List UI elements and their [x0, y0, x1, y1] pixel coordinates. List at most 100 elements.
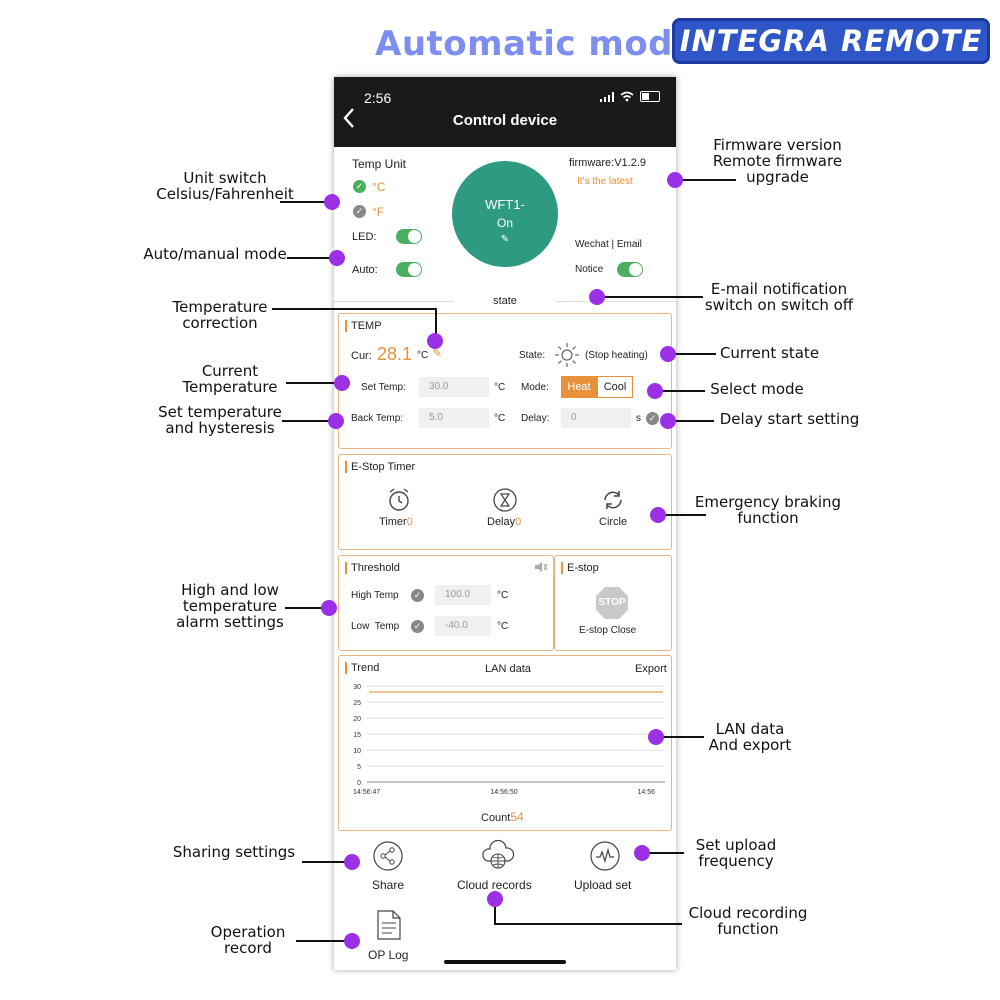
callout-line-emergency — [658, 514, 706, 516]
count-label: Count — [481, 812, 511, 824]
cur-unit: °C — [417, 350, 429, 361]
back-temp-unit: °C — [494, 413, 506, 424]
callout-line-upload — [642, 852, 684, 854]
notice-label: Notice — [575, 264, 604, 275]
export-button[interactable]: Export — [635, 663, 667, 675]
fahrenheit-check-icon[interactable]: ✓ — [353, 205, 366, 218]
stop-sign-text: STOP — [598, 597, 626, 608]
upload-set-button[interactable]: Upload set — [574, 878, 632, 892]
lan-data-tab[interactable]: LAN data — [485, 663, 531, 675]
device-status-circle[interactable]: WFT1- On ✎ — [452, 161, 558, 267]
edit-icon[interactable]: ✎ — [500, 234, 510, 245]
y-tick-label: 25 — [353, 700, 361, 707]
document-icon[interactable] — [376, 910, 402, 940]
high-temp-input[interactable]: 100.0 — [435, 585, 491, 605]
led-toggle[interactable] — [396, 229, 422, 244]
y-tick-label: 5 — [357, 764, 361, 771]
estop-close-label: E-stop Close — [579, 625, 637, 636]
callout-dot-upload — [634, 845, 650, 861]
callout-line-current — [286, 382, 342, 384]
callout-line-cloud-v — [494, 898, 496, 924]
callout-sharing: Sharing settings — [172, 843, 296, 861]
callout-line-firmware — [674, 179, 736, 181]
low-temp-check-icon[interactable]: ✓ — [411, 620, 424, 633]
callout-temp-correction: Temperature correction — [172, 298, 268, 332]
brand-logo: INTEGRA REMOTE — [672, 18, 990, 64]
callout-dot-firmware — [667, 172, 683, 188]
low-temp-label: Low Temp — [351, 621, 400, 632]
phone-screen: 2:56 Control device Temp Unit ✓ °C ✓ °F … — [334, 77, 676, 970]
refresh-cycle-icon[interactable] — [601, 488, 625, 512]
delay-confirm-icon[interactable]: ✓ — [646, 412, 659, 425]
mode-label: Mode: — [521, 382, 549, 393]
cloud-records-button[interactable]: Cloud records — [457, 878, 532, 892]
set-temp-label: Set Temp: — [361, 382, 406, 393]
correction-edit-icon[interactable]: ✎ — [432, 346, 443, 360]
op-log-button[interactable]: OP Log — [368, 948, 409, 962]
pulse-icon[interactable] — [590, 841, 620, 871]
callout-line-mode — [655, 390, 705, 392]
count-item: Count54 — [481, 810, 524, 824]
status-time: 2:56 — [364, 90, 392, 106]
back-temp-input[interactable]: 5.0 — [419, 408, 489, 428]
signal-icon — [600, 91, 614, 102]
count-value: 54 — [510, 810, 524, 824]
callout-line-unit — [280, 201, 332, 203]
temp-panel-title: TEMP — [345, 320, 382, 332]
callout-alarm: High and low temperature alarm settings — [176, 581, 284, 631]
callout-dot-state — [660, 346, 676, 362]
callout-line-lan — [656, 736, 704, 738]
delay-label: Delay: — [521, 413, 550, 424]
hourglass-icon[interactable] — [492, 487, 518, 513]
sun-icon — [555, 343, 579, 367]
callout-firmware: Firmware version Remote firmware upgrade — [712, 136, 843, 186]
stop-sign-icon[interactable] — [595, 586, 629, 620]
celsius-check-icon[interactable]: ✓ — [353, 180, 366, 193]
cool-mode-button[interactable]: Cool — [597, 376, 633, 398]
mute-icon[interactable] — [534, 561, 548, 573]
callout-unit-switch: Unit switch Celsius/Fahrenheit — [156, 169, 294, 203]
delay-count: 0 — [515, 516, 522, 528]
callout-current-temp: Current Temperature — [182, 362, 278, 396]
delay-unit: s — [636, 413, 641, 424]
share-icon[interactable] — [373, 841, 403, 871]
callout-upload-freq: Set upload frequency — [695, 836, 777, 870]
callout-line-alarm — [285, 607, 329, 609]
callout-current-state: Current state — [719, 344, 820, 362]
delay-input[interactable]: 0 — [561, 408, 631, 428]
callout-delay-start: Delay start setting — [719, 410, 860, 428]
notify-channels[interactable]: Wechat | Email — [575, 239, 642, 250]
low-temp-input[interactable]: -40.0 — [435, 616, 491, 636]
firmware-version: firmware:V1.2.9 — [569, 157, 647, 169]
device-state: On — [496, 216, 513, 230]
callout-dot-oplog — [344, 933, 360, 949]
notice-toggle[interactable] — [617, 262, 643, 277]
share-button[interactable]: Share — [372, 878, 405, 892]
auto-toggle[interactable] — [396, 262, 422, 277]
divider-left — [334, 301, 454, 302]
state-divider-label: state — [493, 295, 517, 307]
callout-select-mode: Select mode — [710, 380, 804, 398]
high-temp-label: High Temp — [351, 590, 399, 601]
estop-timer-title: E-Stop Timer — [345, 461, 415, 473]
divider-right — [556, 301, 676, 302]
cloud-globe-icon[interactable] — [481, 839, 515, 871]
x-tick-label: 14:56:50 — [490, 789, 517, 796]
callout-dot-alarm — [321, 600, 337, 616]
celsius-option[interactable]: °C — [372, 180, 386, 194]
back-button[interactable] — [342, 107, 356, 133]
heat-mode-button[interactable]: Heat — [561, 376, 597, 398]
fahrenheit-option[interactable]: °F — [372, 205, 385, 219]
callout-dot-correction — [427, 333, 443, 349]
callout-line-auto — [287, 257, 337, 259]
x-tick-label: 14:56 — [637, 789, 655, 796]
set-temp-input[interactable]: 30.0 — [419, 377, 489, 397]
high-temp-check-icon[interactable]: ✓ — [411, 589, 424, 602]
callout-op-record: Operation record — [210, 923, 286, 957]
alarm-clock-icon[interactable] — [387, 487, 411, 513]
callout-dot-auto — [329, 250, 345, 266]
callout-set-temp: Set temperature and hysteresis — [158, 403, 282, 437]
firmware-status[interactable]: It's the latest — [577, 176, 633, 187]
